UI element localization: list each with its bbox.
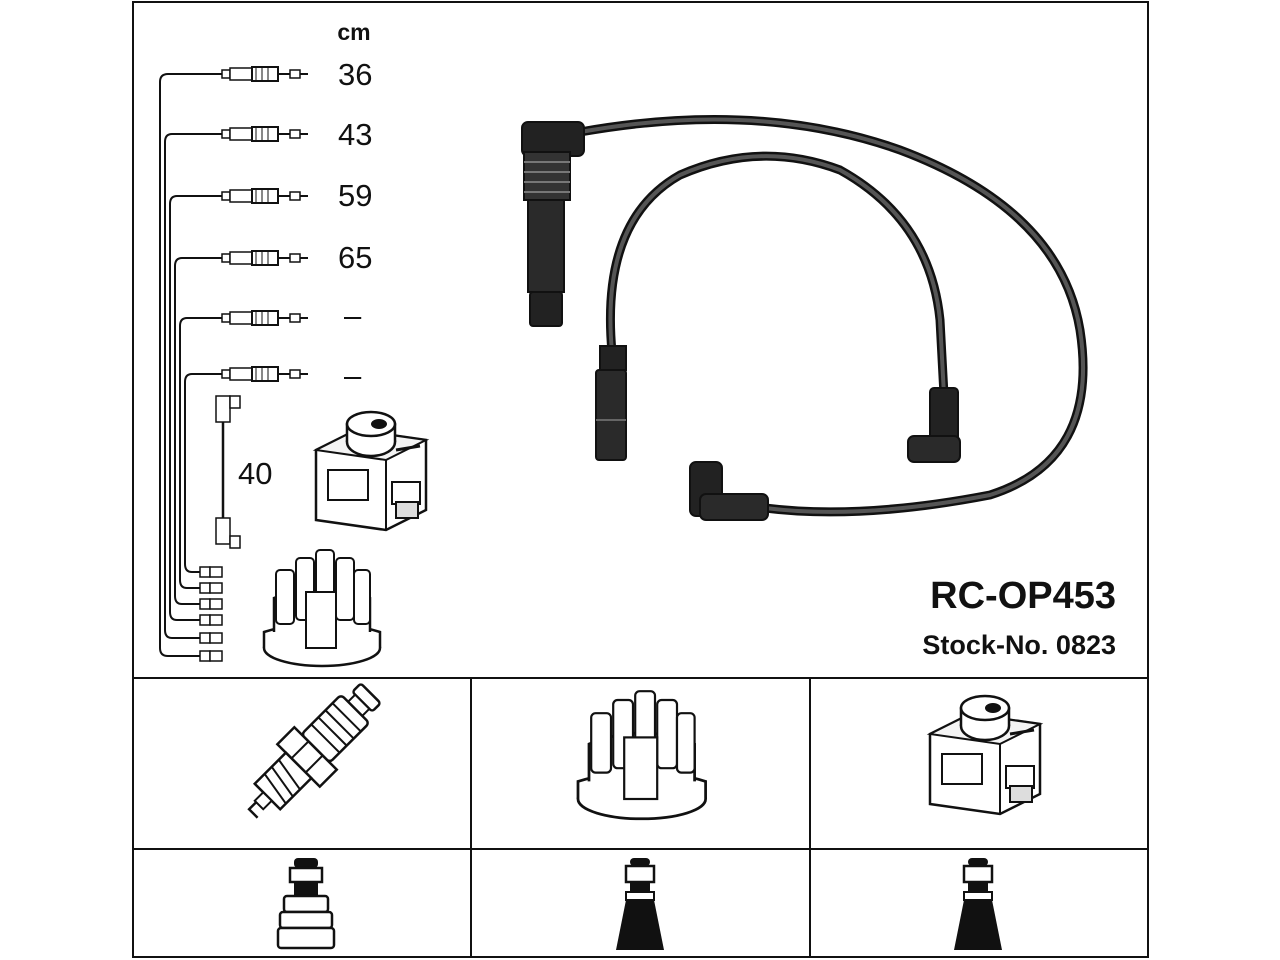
- stock-number: Stock-No. 0823: [922, 630, 1116, 660]
- harness-schematic: [159, 66, 309, 662]
- wire-connector-1: [221, 66, 309, 82]
- plug-terminal-icon: [276, 858, 336, 950]
- distributor-cap-icon: [576, 689, 707, 821]
- wire-length-3: 59: [338, 178, 372, 213]
- straight-boot-drawing: [595, 345, 627, 461]
- wire-connector-4: [221, 250, 309, 266]
- wire-length-6: –: [344, 358, 362, 393]
- cap-end-terminal-6: [199, 650, 223, 662]
- spark-plug-icon: [247, 683, 381, 819]
- angled-boot-drawing-2: [689, 461, 769, 521]
- coil-terminal-icon: [954, 858, 1002, 950]
- cap-end-terminal-3: [199, 598, 223, 610]
- wire-length-1: 36: [338, 57, 372, 92]
- plug-boot-drawing: [521, 121, 585, 327]
- ignition-coil-icon: [928, 694, 1042, 816]
- coil-lead: [215, 395, 241, 549]
- wire-connector-3: [221, 188, 309, 204]
- cap-end-terminal-1: [199, 566, 223, 578]
- cap-terminal-icon: [616, 858, 664, 950]
- wire-length-2: 43: [338, 117, 372, 152]
- cap-end-terminal-5: [199, 632, 223, 644]
- wire-connector-5: [221, 310, 309, 326]
- wire-length-5: –: [344, 298, 362, 333]
- unit-label: cm: [337, 19, 370, 45]
- wire-connector-2: [221, 126, 309, 142]
- outer-frame: [132, 1, 1149, 958]
- cap-end-terminal-2: [199, 582, 223, 594]
- coil-small-drawing: [314, 410, 428, 532]
- cable-set-drawing: [521, 115, 1088, 521]
- wire-connector-6: [221, 366, 309, 382]
- part-number: RC-OP453: [930, 575, 1116, 617]
- coil-lead-length: 40: [238, 456, 272, 491]
- wire-length-4: 65: [338, 240, 372, 275]
- angled-boot-drawing-1: [907, 387, 961, 463]
- cap-end-terminal-4: [199, 614, 223, 626]
- cap-small-drawing: [262, 548, 382, 668]
